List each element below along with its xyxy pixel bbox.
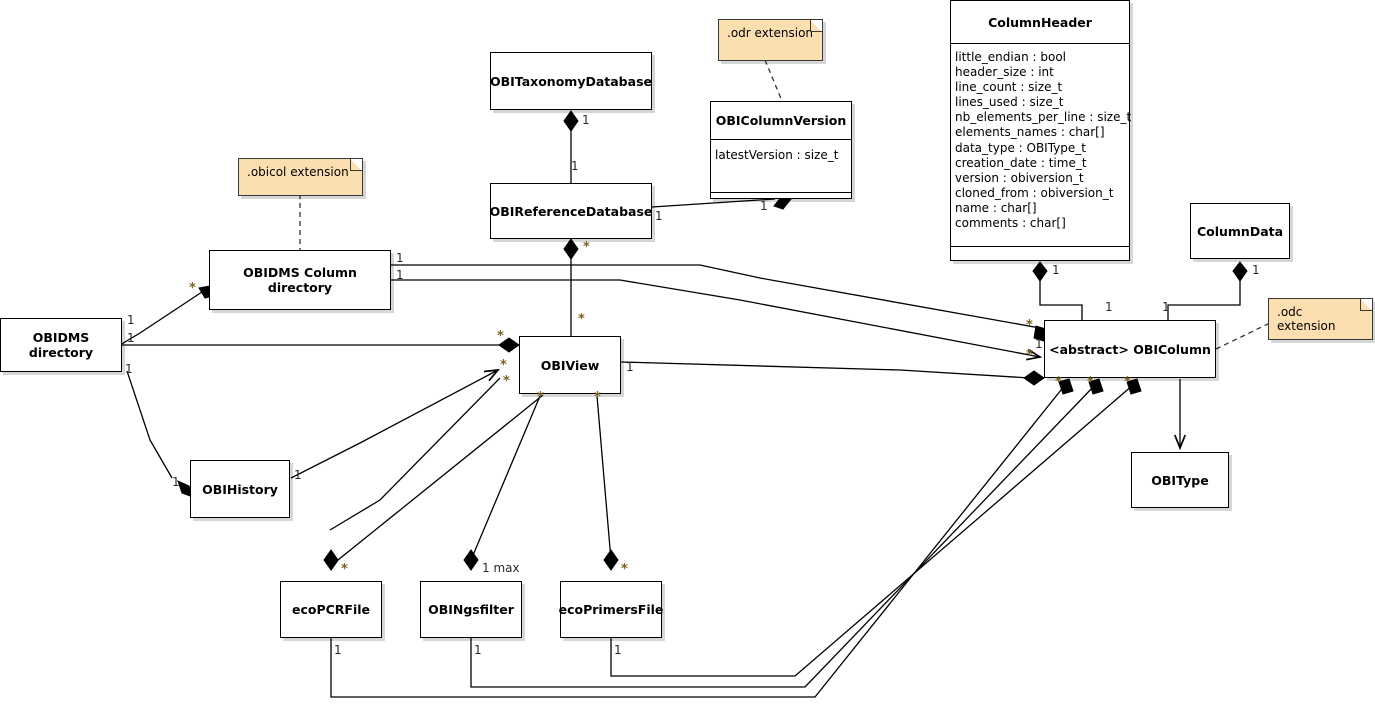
mult-obiview-bottom-left: * — [537, 390, 544, 405]
class-obingsfilter[interactable]: OBINgsfilter — [420, 581, 522, 638]
class-obitype[interactable]: OBIType — [1131, 452, 1229, 508]
operations-compartment — [711, 193, 851, 215]
class-name-columnheader: ColumnHeader — [988, 14, 1092, 30]
attribute-row: name : char[] — [955, 200, 1037, 215]
mult-columnversion-refdb: 1 — [760, 199, 768, 213]
mult-ecopcrfile-top: * — [341, 562, 348, 577]
mult-obingsfilter-bottom: 1 — [474, 643, 482, 657]
class-name-obihistory: OBIHistory — [202, 481, 278, 497]
class-name-obidms-directory: OBIDMS directory — [28, 330, 94, 360]
attribute-row: version : obiversion_t — [955, 170, 1084, 185]
class-obidms-directory[interactable]: OBIDMS directory — [0, 318, 122, 372]
mult-obingsfilter-top: 1 max — [482, 561, 520, 575]
mult-obiview-left-b: * — [503, 374, 510, 389]
note-text: .odr extension — [727, 26, 814, 40]
class-columndata[interactable]: ColumnData — [1190, 203, 1290, 259]
note-odr-extension[interactable]: .odr extension — [718, 19, 823, 61]
attribute-row: latestVersion : size_t — [715, 148, 839, 162]
class-columnheader[interactable]: ColumnHeader little_endian : bool header… — [950, 0, 1132, 261]
note-fold-icon — [1360, 299, 1372, 311]
mult-obiview-left-a: * — [500, 358, 507, 373]
class-obidms-column-directory[interactable]: OBIDMS Column directory — [209, 250, 391, 310]
mult-obihistory-left: 1 — [172, 475, 180, 489]
mult-column-left-lower: * — [1026, 348, 1033, 363]
attribute-row: creation_date : time_t — [955, 155, 1087, 170]
mult-column-bottom-c: * — [1124, 375, 1131, 390]
note-odc-extension[interactable]: .odc extension — [1268, 298, 1373, 340]
note-obicol-extension[interactable]: .obicol extension — [238, 158, 363, 196]
note-fold-edge-icon — [350, 159, 362, 171]
class-name-obitype: OBIType — [1151, 472, 1209, 488]
class-ecopcrfile[interactable]: ecoPCRFile — [280, 581, 382, 638]
mult-columndata-column-end: 1 — [1162, 300, 1170, 314]
mult-refdb-obiview-star: * — [583, 240, 590, 255]
class-name-obingsfilter: OBINgsfilter — [428, 602, 514, 617]
attribute-row: little_endian : bool — [955, 50, 1066, 64]
mult-columnheader-to-column: 1 — [1052, 263, 1060, 277]
mult-ecoprimersfile-bottom: 1 — [614, 643, 622, 657]
mult-column-bottom-a: * — [1055, 375, 1062, 390]
attribute-row: comments : char[] — [955, 216, 1066, 231]
class-name-obicolumn: <abstract> OBIColumn — [1049, 341, 1211, 357]
class-obicolumn[interactable]: <abstract> OBIColumn — [1044, 320, 1216, 378]
mult-dms-dir-lower: 1 — [125, 362, 133, 376]
note-fold-edge-icon — [810, 20, 822, 32]
mult-obiview-top: * — [578, 312, 585, 327]
mult-columndata-to-column: 1 — [1252, 263, 1260, 277]
attribute-row: nb_elements_per_line : size_t — [955, 110, 1132, 125]
class-name-obiview: OBIView — [540, 357, 600, 373]
class-obiview[interactable]: OBIView — [519, 336, 621, 394]
attribute-row: lines_used : size_t — [955, 95, 1064, 110]
class-obicolumnversion[interactable]: OBIColumnVersion latestVersion : size_t — [710, 101, 852, 199]
mult-columnheader-column-end: 1 — [1105, 300, 1113, 314]
note-text: .odc extension — [1277, 305, 1336, 333]
class-ecoprimersfile[interactable]: ecoPrimersFile — [558, 581, 664, 638]
class-name-obicolumnversion: OBIColumnVersion — [715, 113, 847, 128]
class-obireferencedatabase[interactable]: OBIReferenceDatabase — [490, 183, 652, 239]
class-obitaxonomydatabase[interactable]: OBITaxonomyDatabase — [490, 52, 652, 110]
mult-ecoprimersfile-top: * — [621, 562, 628, 577]
attribute-row: cloned_from : obiversion_t — [955, 185, 1114, 200]
mult-obiview-right: 1 — [626, 360, 634, 374]
mult-obiview-bottom-right: * — [594, 390, 601, 405]
mult-columndir-right-upper: 1 — [396, 251, 404, 265]
attributes-compartment: little_endian : bool header_size : int l… — [951, 44, 1132, 247]
note-fold-edge-icon — [1360, 299, 1372, 311]
mult-column-left-upper: * — [1026, 318, 1033, 333]
mult-obiview-from-dms: * — [497, 329, 504, 344]
mult-taxonomydb-refdb-bottom: 1 — [571, 159, 579, 173]
class-name-obidms-column-directory: OBIDMS Column directory — [243, 265, 357, 295]
mult-dms-dir-upper: 1 — [127, 313, 135, 327]
mult-columndir-right-lower: 1 — [396, 268, 404, 282]
mult-dms-dir-middle: 1 — [127, 331, 135, 345]
mult-ecopcrfile-bottom: 1 — [334, 643, 342, 657]
mult-column-bottom-b: * — [1087, 375, 1094, 390]
attribute-row: data_type : OBIType_t — [955, 140, 1086, 155]
class-name-obitaxonomydatabase: OBITaxonomyDatabase — [490, 73, 652, 89]
class-name-ecoprimersfile: ecoPrimersFile — [558, 602, 664, 617]
class-obihistory[interactable]: OBIHistory — [190, 460, 290, 518]
note-text: .obicol extension — [247, 165, 349, 179]
class-name-ecopcrfile: ecoPCRFile — [291, 602, 371, 617]
mult-refdb-columnversion: 1 — [655, 209, 663, 223]
note-fold-icon — [810, 20, 822, 32]
attribute-row: line_count : size_t — [955, 80, 1063, 95]
mult-obihistory-right: 1 — [294, 468, 302, 482]
attribute-row: header_size : int — [955, 65, 1054, 80]
note-fold-icon — [350, 159, 362, 171]
operations-compartment — [951, 247, 1129, 269]
mult-columndir-from-dms: * — [189, 281, 196, 296]
mult-taxonomydb-refdb-top: 1 — [582, 113, 590, 127]
class-name-obireferencedatabase: OBIReferenceDatabase — [489, 203, 653, 219]
class-name-columndata: ColumnData — [1196, 223, 1284, 239]
mult-column-left-mid: 1 — [1035, 337, 1043, 351]
attribute-row: elements_names : char[] — [955, 125, 1105, 140]
